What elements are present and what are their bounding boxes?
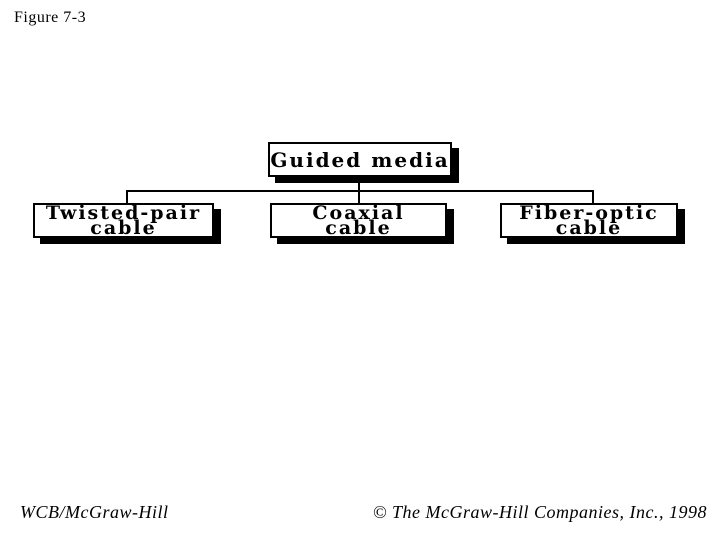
- connector-drop-left: [126, 190, 128, 204]
- node-coaxial-cable: Coaxial cable: [270, 203, 447, 238]
- figure-label: Figure 7-3: [14, 9, 87, 26]
- node-twisted-pair-cable-line1: Twisted-pair: [45, 201, 202, 224]
- node-twisted-pair-cable: Twisted-pair cable: [33, 203, 214, 238]
- footer-copyright-notice: © The McGraw-Hill Companies, Inc., 1998: [372, 502, 707, 522]
- node-coaxial-cable-line1: Coaxial: [312, 201, 405, 224]
- connector-drop-middle: [358, 190, 360, 204]
- node-fiber-optic-cable-line1: Fiber-optic: [519, 201, 659, 224]
- node-guided-media: Guided media: [268, 142, 452, 177]
- node-fiber-optic-cable-line2: cable: [555, 216, 623, 239]
- node-fiber-optic-cable: Fiber-optic cable: [500, 203, 678, 238]
- node-guided-media-label: Guided media: [270, 147, 450, 172]
- node-coaxial-cable-line2: cable: [325, 216, 392, 239]
- connector-horizontal: [126, 190, 594, 192]
- connector-root-stem: [358, 177, 360, 191]
- node-twisted-pair-cable-line2: cable: [90, 216, 157, 239]
- connector-drop-right: [592, 190, 594, 204]
- footer-publisher-credit: WCB/McGraw-Hill: [20, 502, 169, 522]
